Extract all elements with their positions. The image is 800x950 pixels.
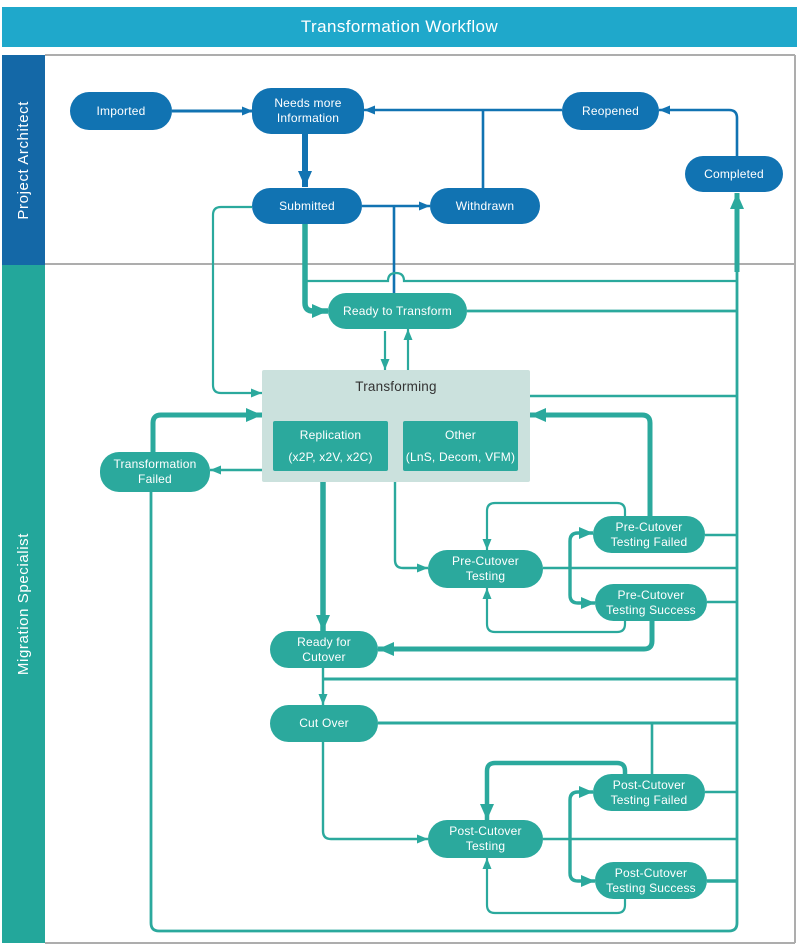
edge-post-success-loop-to-testing <box>482 858 627 915</box>
node-post-cutover-testing: Post-Cutover Testing <box>428 820 543 858</box>
node-reopened: Reopened <box>562 92 659 130</box>
edge-merge-line-top <box>305 271 737 283</box>
node-replication: Replication (x2P, x2V, x2C) <box>273 421 388 471</box>
edge-pre-testing-to-failed <box>568 527 593 568</box>
node-pre-cutover-testing-success: Pre-Cutover Testing Success <box>595 584 707 621</box>
edge-completed-to-reopened <box>659 105 739 156</box>
node-submitted: Submitted <box>252 188 362 224</box>
page-title: Transformation Workflow <box>300 17 499 36</box>
edge-transformation-failed-bottom-loop <box>149 270 739 933</box>
edge-post-testing-to-success <box>568 839 595 887</box>
node-imported: Imported <box>70 92 172 130</box>
node-post-cutover-testing-failed: Post-Cutover Testing Failed <box>593 774 705 811</box>
node-other: Other (LnS, Decom, VFM) <box>403 421 518 471</box>
lane-project-architect: Project Architect <box>2 55 45 265</box>
node-withdrawn: Withdrawn <box>430 188 540 224</box>
node-transformation-failed: Transformation Failed <box>100 452 210 492</box>
edge-pre-success-to-ready-for-cutover <box>378 621 655 656</box>
node-ready-for-cutover: Ready for Cutover <box>270 631 378 668</box>
diagram-title-bar: Transformation Workflow <box>2 7 797 47</box>
edge-submitted-loop-to-transforming <box>211 205 262 398</box>
edge-pre-failed-loop-to-testing <box>482 501 627 550</box>
node-pre-cutover-testing-failed: Pre-Cutover Testing Failed <box>593 516 705 553</box>
node-ready-to-transform: Ready to Transform <box>328 293 467 329</box>
edge-submitted-thick-to-ready-to-transform <box>302 224 328 318</box>
edge-transformation-failed-to-transforming <box>150 408 262 452</box>
edge-cut-over-to-post-testing <box>321 742 428 844</box>
edge-other-to-pre-cutover-testing <box>393 482 428 573</box>
node-completed: Completed <box>685 156 783 192</box>
node-pre-cutover-testing: Pre-Cutover Testing <box>428 550 543 588</box>
transforming-box-title: Transforming <box>355 379 437 394</box>
edge-post-failed-loop-to-testing <box>480 760 628 820</box>
node-post-cutover-testing-success: Post-Cutover Testing Success <box>595 862 707 899</box>
edge-pre-success-loop-to-testing <box>482 588 627 634</box>
node-needs-more-information: Needs more Information <box>252 88 364 134</box>
edge-post-testing-to-failed <box>568 786 593 839</box>
lane-migration-specialist: Migration Specialist <box>2 265 45 943</box>
edge-pre-failed-to-transforming <box>530 408 653 516</box>
node-cut-over: Cut Over <box>270 705 378 742</box>
edge-pre-testing-to-success <box>568 568 595 609</box>
